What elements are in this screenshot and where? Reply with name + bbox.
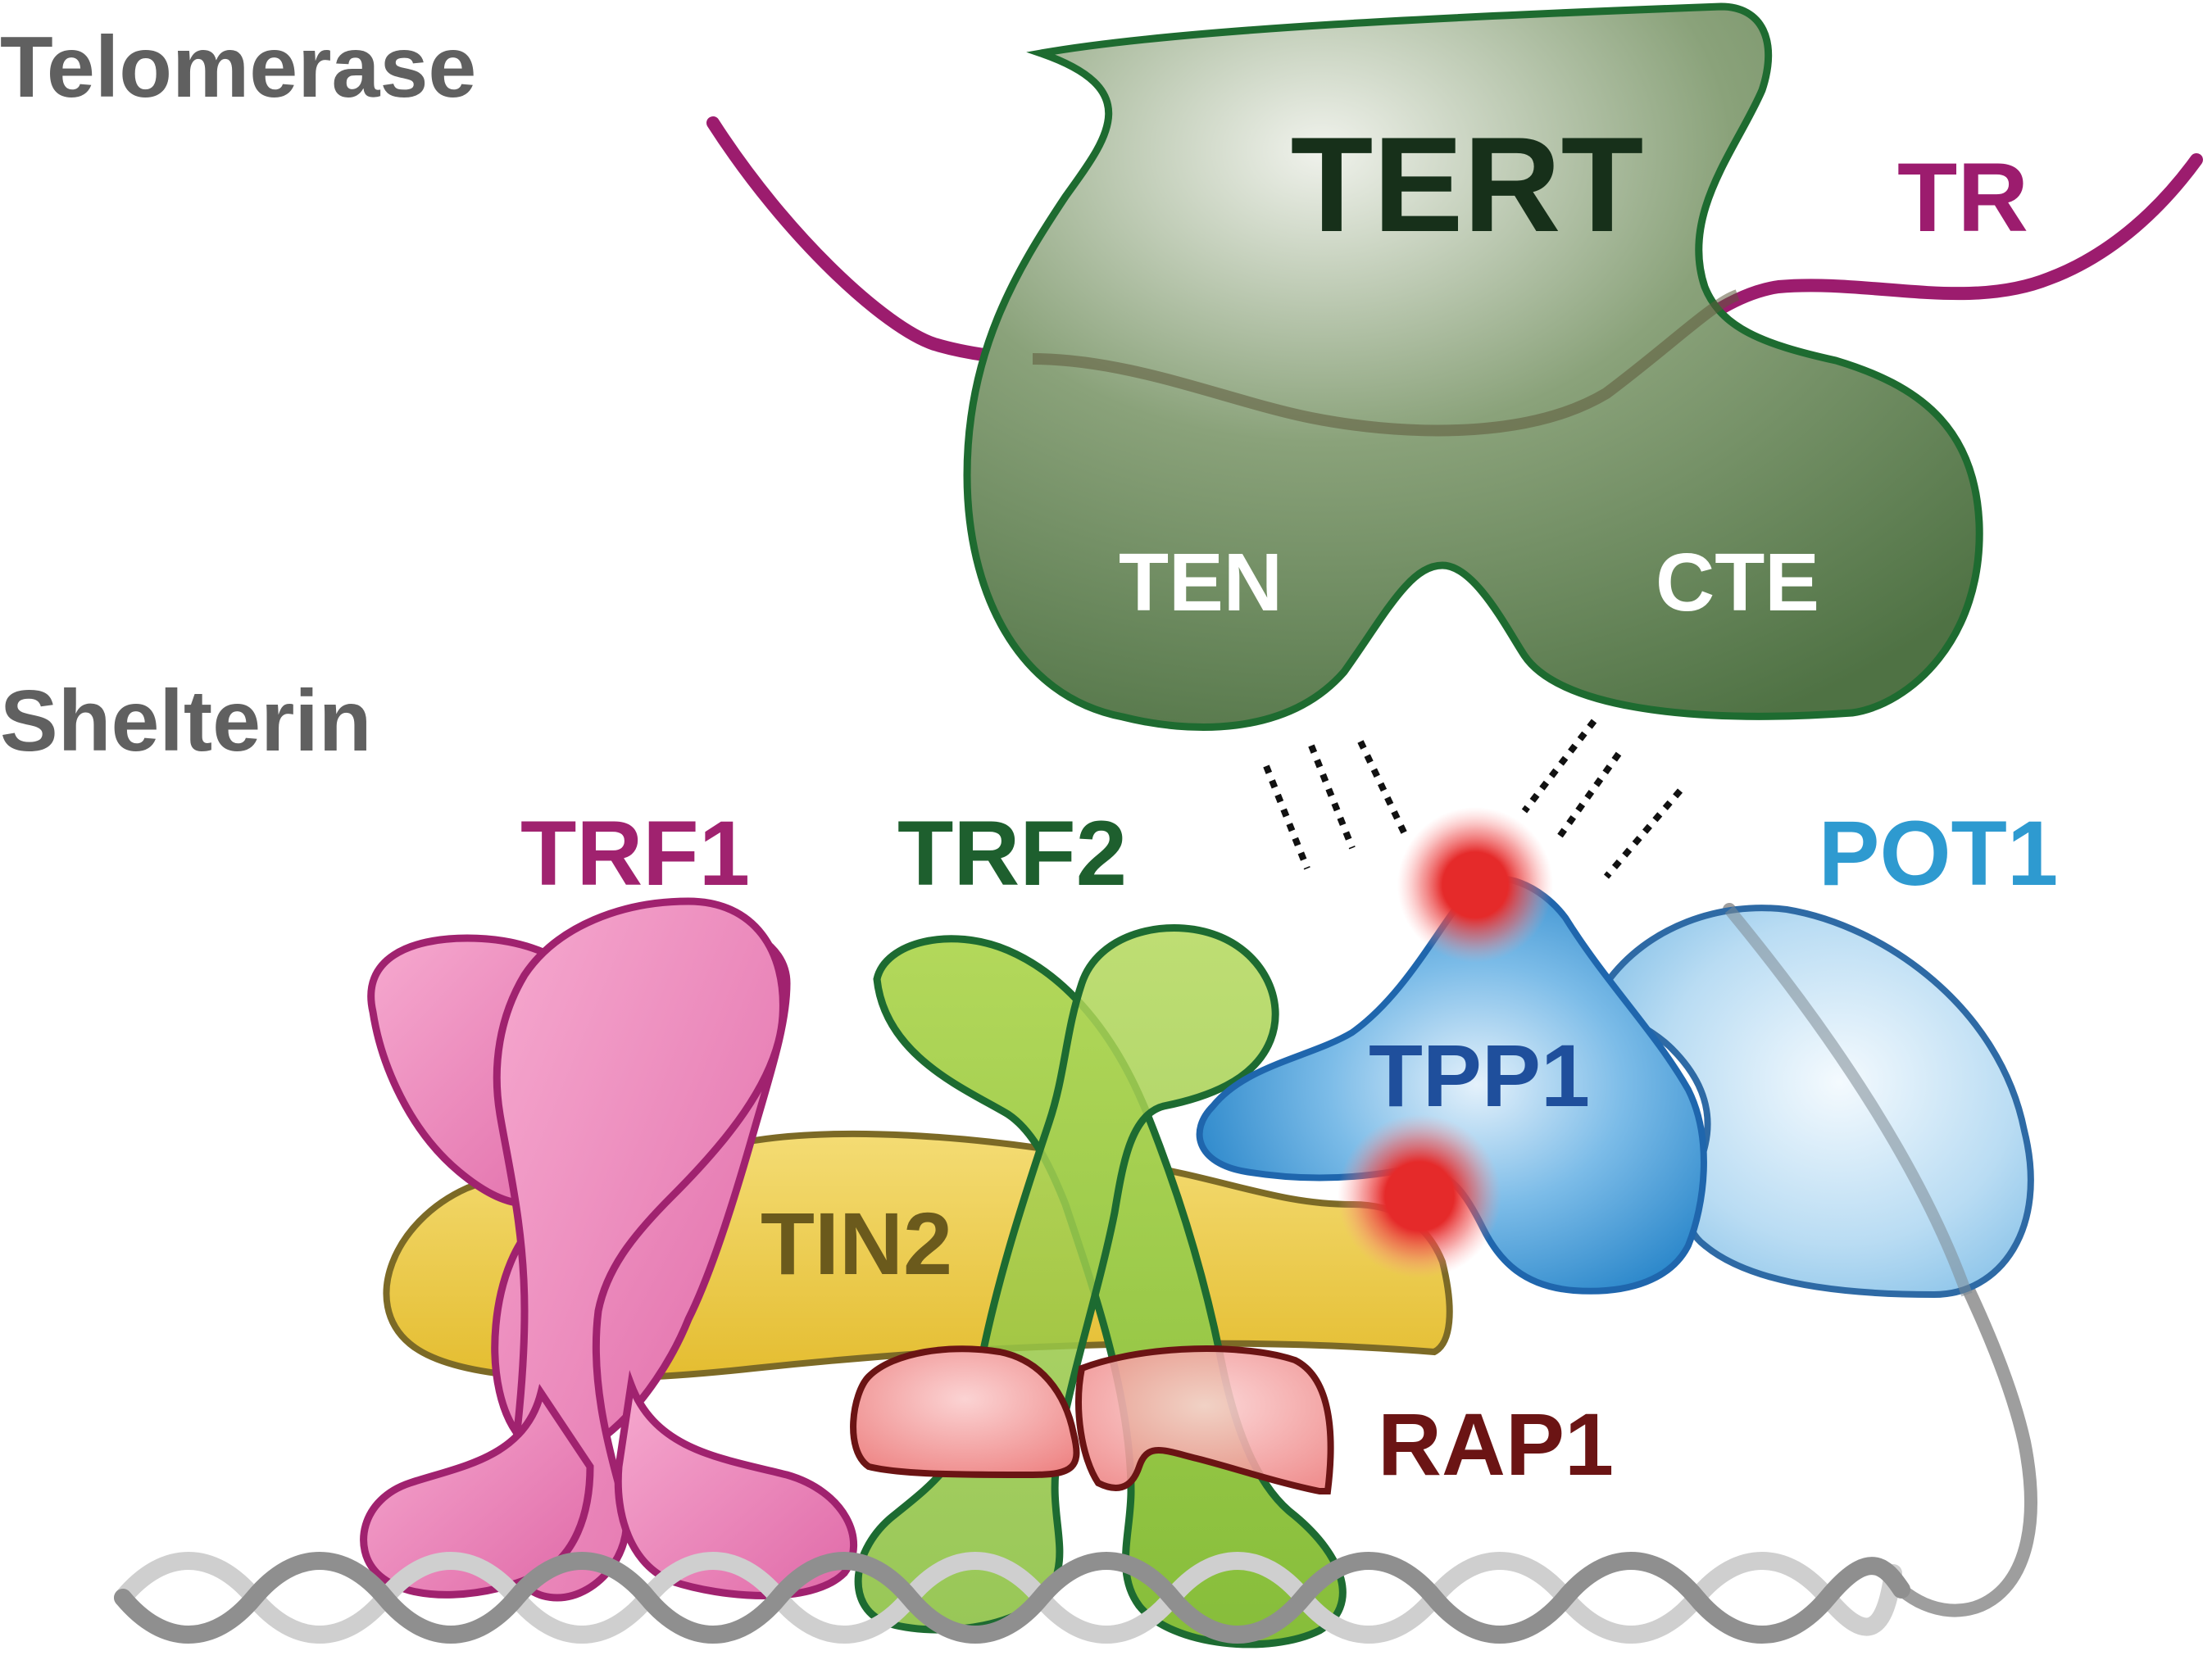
rap1-label: RAP1 xyxy=(1378,1395,1614,1494)
cte-domain-label: CTE xyxy=(1656,537,1819,628)
trf1-label: TRF1 xyxy=(520,802,750,905)
tert-protein xyxy=(963,2,1983,731)
pot1-label: POT1 xyxy=(1819,802,2059,905)
interaction-lines xyxy=(1263,719,1683,879)
pot1-protein xyxy=(1601,905,2034,1299)
tpp1-label: TPP1 xyxy=(1369,1026,1590,1125)
ten-domain-label: TEN xyxy=(1119,537,1283,628)
tr-label: TR xyxy=(1897,143,2028,252)
telomerase-heading: Telomerase xyxy=(0,19,476,116)
shelterin-heading: Shelterin xyxy=(0,673,372,769)
tpp1-tin2-hotspot xyxy=(1338,1114,1501,1278)
tert-tpp1-hotspot xyxy=(1397,807,1553,963)
tert-label: TERT xyxy=(1291,109,1644,260)
rap1-protein xyxy=(850,1345,1334,1494)
tin2-label: TIN2 xyxy=(761,1194,952,1293)
dna-double-helix xyxy=(114,1552,1910,1644)
trf1-clean xyxy=(360,897,857,1602)
trf2-label: TRF2 xyxy=(897,802,1127,905)
